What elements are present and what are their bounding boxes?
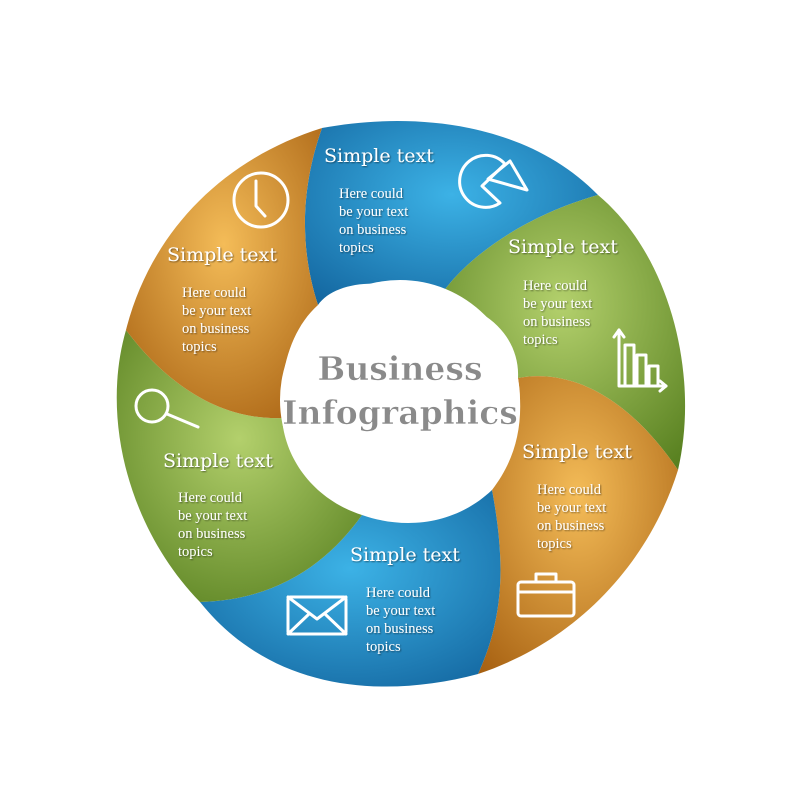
segment-5-body-line3: on business [178, 526, 246, 542]
segment-2-body-line2: be your text [523, 296, 592, 312]
envelope-icon [286, 595, 348, 636]
magnifier-icon [134, 388, 200, 429]
segment-3-body-line1: Here could [537, 482, 602, 498]
segment-4-body-line4: topics [366, 639, 401, 655]
center-title-line2: Infographics [282, 393, 518, 432]
segment-3-body-line4: topics [537, 536, 572, 552]
segment-3-title: Simple text [522, 441, 632, 463]
segment-1-body-line2: be your text [339, 204, 408, 220]
bar-chart-icon [612, 328, 668, 393]
segment-3-body-line3: on business [537, 518, 605, 534]
segment-3-text: Simple text Here could be your text on b… [522, 441, 632, 552]
segment-4-text: Simple text Here could be your text on b… [350, 544, 460, 655]
segment-1-blue [304, 121, 598, 305]
segment-1-body-line1: Here could [339, 186, 404, 202]
segment-2-body-line3: on business [523, 314, 591, 330]
segment-6-body-line2: be your text [182, 303, 251, 319]
briefcase-icon [516, 572, 576, 618]
segment-6-body-line3: on business [182, 321, 250, 337]
segment-2-green [438, 195, 686, 470]
segment-2-body-line4: topics [523, 332, 558, 348]
clock-icon [232, 171, 290, 229]
segment-5-body-line1: Here could [178, 490, 243, 506]
segment-4-body-line2: be your text [366, 603, 435, 619]
segment-5-body-line4: topics [178, 544, 213, 560]
segment-6-title: Simple text [167, 244, 277, 266]
segment-2-body-line1: Here could [523, 278, 588, 294]
segment-2-text: Simple text Here could be your text on b… [508, 236, 618, 348]
segment-1-body-line4: topics [339, 240, 374, 256]
segment-4-body-line1: Here could [366, 585, 431, 601]
segment-4-blue [200, 490, 501, 687]
segment-4-body-line3: on business [366, 621, 434, 637]
segment-1-text: Simple text Here could be your text on b… [324, 145, 434, 256]
center-disc [280, 280, 520, 520]
segment-3-body-line2: be your text [537, 500, 606, 516]
pie-chart-icon [458, 153, 529, 209]
segment-2-title: Simple text [508, 236, 618, 258]
segment-5-body-line2: be your text [178, 508, 247, 524]
segment-5-title: Simple text [163, 450, 273, 472]
segment-ring [116, 121, 686, 687]
segment-6-text: Simple text Here could be your text on b… [167, 244, 277, 355]
segment-1-title: Simple text [324, 145, 434, 167]
segment-5-green [116, 330, 362, 602]
segment-3-orange [478, 376, 678, 674]
segment-5-text: Simple text Here could be your text on b… [163, 450, 273, 560]
segment-6-body-line1: Here could [182, 285, 247, 301]
segment-1-body-line3: on business [339, 222, 407, 238]
segment-6-orange [126, 128, 322, 419]
segment-4-title: Simple text [350, 544, 460, 566]
center-title-line1: Business [317, 349, 482, 388]
segment-6-body-line4: topics [182, 339, 217, 355]
